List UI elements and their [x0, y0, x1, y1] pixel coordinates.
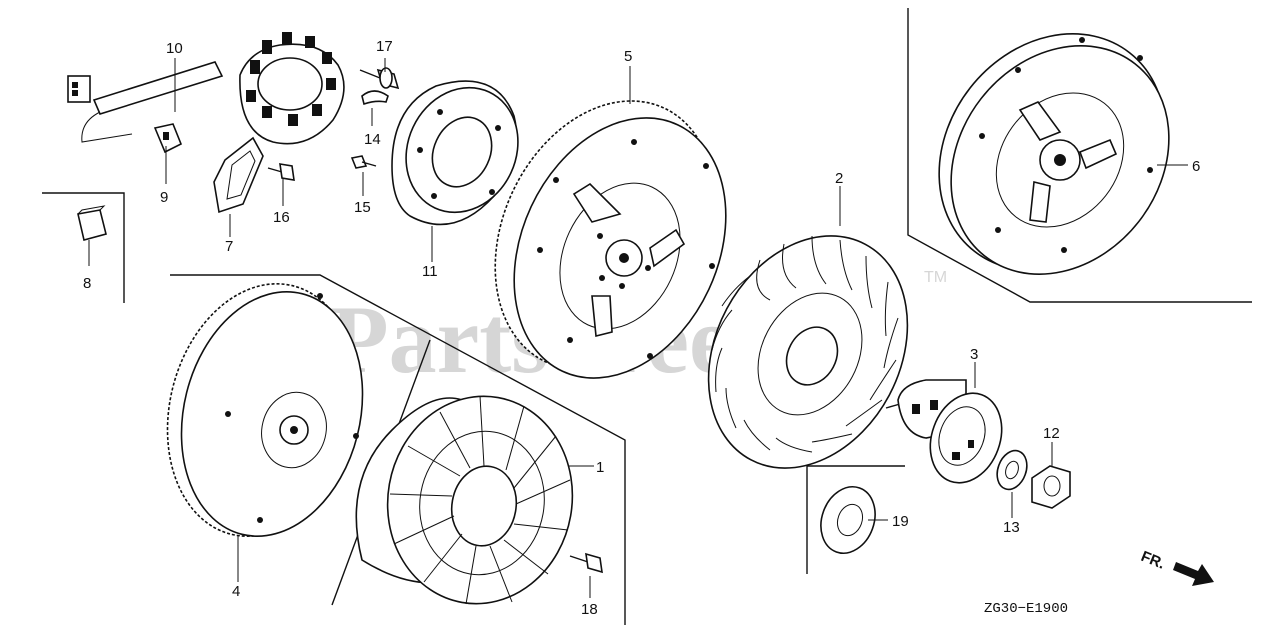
callout-14: 14: [364, 131, 381, 148]
callout-15: 15: [354, 199, 371, 216]
leader-lines: [88, 58, 1188, 598]
callout-5: 5: [624, 48, 632, 65]
screw-part-15[interactable]: [350, 155, 377, 169]
callout-18: 18: [581, 601, 598, 618]
callout-11: 11: [422, 263, 438, 280]
callout-3: 3: [970, 346, 978, 363]
flywheel-ring-gear-part-4[interactable]: [142, 264, 388, 557]
front-arrow-icon: [1173, 562, 1214, 586]
callout-2: 2: [835, 170, 843, 187]
grommet-part[interactable]: [153, 123, 183, 154]
bolt-part-16[interactable]: [267, 163, 295, 181]
callout-7: 7: [225, 238, 233, 255]
callout-numbers: 1 2 3 4 5 6 7 8 9 10 11 12 13 14 15 16 1…: [83, 38, 1200, 618]
cooling-fan-grille-part-1[interactable]: [355, 382, 588, 619]
callout-19: 19: [892, 513, 909, 530]
callout-4: 4: [232, 583, 240, 600]
direction-label: FR.: [1139, 548, 1168, 573]
callout-12: 12: [1043, 425, 1060, 442]
callout-10: 10: [166, 40, 183, 57]
callout-6: 6: [1192, 158, 1200, 175]
callout-16: 16: [273, 209, 290, 226]
callout-9: 9: [160, 189, 168, 206]
cooling-fan-blade-part-2[interactable]: [669, 201, 946, 503]
callout-8: 8: [83, 275, 91, 292]
callout-1: 1: [596, 459, 604, 476]
drawing-code: ZG30−E1900: [984, 601, 1068, 617]
washer-part-13[interactable]: [992, 446, 1032, 493]
flywheel-ring-gear-part-5[interactable]: [453, 65, 766, 413]
callout-17: 17: [376, 38, 393, 55]
flange-bolt-part-18[interactable]: [569, 552, 603, 574]
trademark-mark: TM: [924, 269, 947, 286]
woodruff-key-part[interactable]: [361, 90, 389, 106]
flange-nut-part[interactable]: [1031, 465, 1071, 509]
front-direction-indicator: FR.: [1139, 548, 1214, 586]
washer-part-19[interactable]: [812, 479, 884, 561]
starter-pulley-part[interactable]: [885, 379, 1014, 493]
callout-13: 13: [1003, 519, 1020, 536]
pad-part[interactable]: [77, 205, 107, 241]
charge-coil-part[interactable]: [67, 32, 345, 145]
bracket-part[interactable]: [213, 136, 264, 214]
flywheel-part-6[interactable]: [892, 0, 1213, 318]
flange-bolt-part-17[interactable]: [359, 67, 400, 90]
magnet-rotor-part[interactable]: [386, 69, 538, 231]
